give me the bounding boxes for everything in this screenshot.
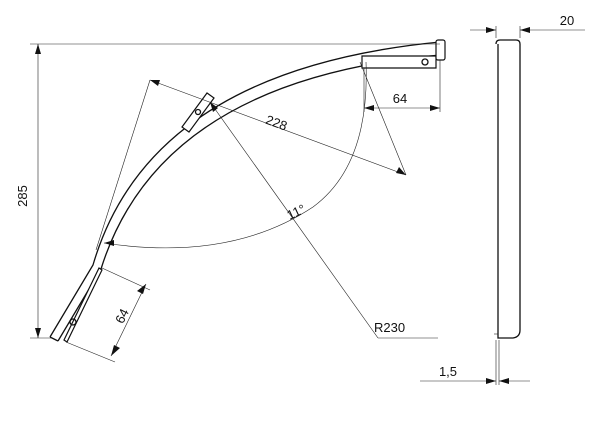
mid-clip <box>181 92 215 133</box>
top64-dim-label: 64 <box>393 91 407 106</box>
thickness-arrow-right <box>499 378 509 384</box>
radius-leader <box>209 101 379 339</box>
height-dimension: 285 <box>15 43 440 339</box>
bottom64-dim-line <box>110 283 147 357</box>
height-arrow-bottom <box>35 328 41 338</box>
top-mounting-leg <box>361 55 437 69</box>
height-arrow-top <box>35 44 41 54</box>
top-mount-hole <box>421 58 429 66</box>
bottom-mount-hole <box>69 318 77 326</box>
bottom64-dim-label: 64 <box>112 306 132 326</box>
bracket-inner-edge <box>57 54 441 342</box>
bottom64-arrow-top <box>137 284 146 294</box>
bracket-top-end-cap <box>435 39 446 61</box>
mid-clip-hole <box>194 108 202 116</box>
bottom64-ext-top <box>101 267 151 291</box>
bottom64-ext-bottom <box>65 341 116 363</box>
profile-view <box>494 39 521 339</box>
arc-dimension: 228 11° <box>95 61 407 251</box>
top-length-dimension: 64 <box>363 60 441 112</box>
width-arrow-left <box>486 27 496 33</box>
angle-dim-label: 11° <box>284 201 307 222</box>
bracket-outer-edge <box>49 41 441 338</box>
bottom-mounting-leg <box>63 267 103 343</box>
bracket-bottom-end <box>49 336 59 342</box>
height-dim-label: 285 <box>15 185 30 207</box>
arc228-arrow-right <box>396 167 406 175</box>
bottom-length-dimension: 64 <box>65 267 151 363</box>
thickness-dimension: 1,5 <box>420 340 530 385</box>
bracket-side-view <box>49 39 446 343</box>
thickness-arrow-left <box>486 378 496 384</box>
thickness-dim-label: 1,5 <box>439 364 457 379</box>
width-dimension: 20 <box>470 13 585 38</box>
width-dim-label: 20 <box>560 13 574 28</box>
radius-arrow <box>210 102 218 112</box>
construction-line-left <box>95 79 151 251</box>
radius-dimension: R230 <box>209 101 438 339</box>
bottom64-arrow-bottom <box>111 345 120 356</box>
radius-dim-label: R230 <box>374 320 405 335</box>
angle-arc <box>103 61 367 249</box>
arc-chord-line <box>149 79 407 176</box>
arc228-dim-label: 228 <box>264 112 290 134</box>
profile-outline <box>495 39 521 339</box>
arc-chord-ext <box>359 61 407 176</box>
top64-arrow-left <box>364 105 374 111</box>
width-arrow-right <box>520 27 530 33</box>
top64-arrow-right <box>430 105 440 111</box>
angle-arrow <box>104 240 114 246</box>
arc228-arrow-left <box>150 80 160 86</box>
